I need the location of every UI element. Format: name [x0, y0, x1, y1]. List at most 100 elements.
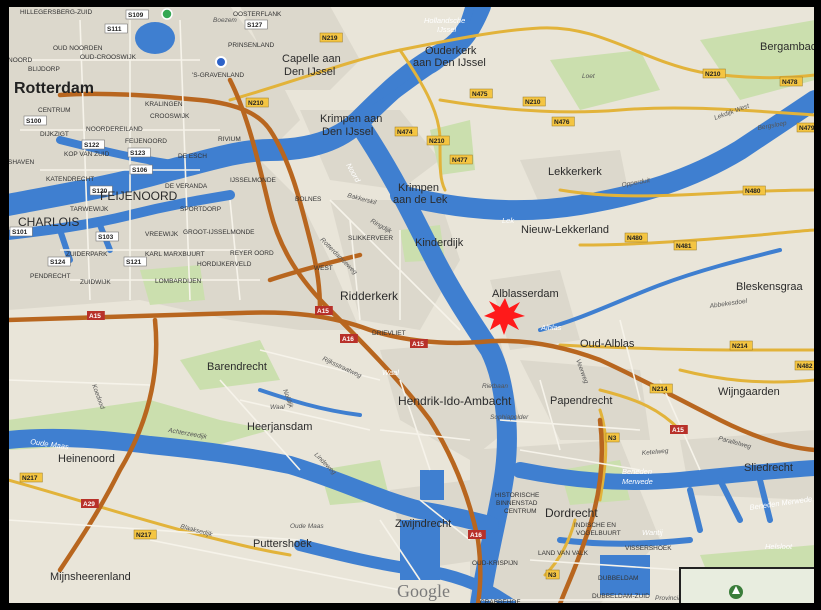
road-shield-s100: S100 [23, 115, 47, 126]
road-shield-label: N214 [732, 343, 748, 350]
road-shield-n475: N475 [469, 88, 493, 99]
road-shield-n217b: N217 [133, 529, 157, 540]
road-shield-label: S122 [84, 142, 100, 149]
road-shield-label: S123 [130, 150, 146, 157]
label-districts-reyer-oord: REYER OORD [230, 250, 274, 257]
label-cities-krimpen-ijssel2: Den IJssel [322, 126, 373, 138]
highways [8, 77, 815, 604]
road-shield-n210c: N210 [426, 135, 450, 146]
road-shield-label: N214 [652, 386, 668, 393]
road-shield-label: N210 [248, 100, 264, 107]
road-shield-label: A29 [83, 501, 95, 508]
label-districts-historische: HISTORISCHE [495, 492, 540, 499]
road-shield-n210b: N210 [522, 96, 546, 107]
road-shield-n217a: N217 [19, 472, 43, 483]
road-shield-label: A16 [470, 532, 482, 539]
label-streets-provincialeweg: Provincialeweg [655, 595, 699, 602]
label-cities-ouderkerk: Ouderkerk [425, 45, 477, 57]
label-districts-drievliet: DRIEVLIET [372, 330, 406, 337]
label-waters-helsloot: Helsloot [765, 542, 793, 551]
inset-panel[interactable] [679, 567, 815, 608]
road-shield-n480a: N480 [742, 185, 766, 196]
label-districts-feijenoord-small: FEIJENOORD [125, 138, 167, 145]
road-shield-n479: N479 [796, 122, 815, 133]
label-cities-papendrecht: Papendrecht [550, 395, 612, 407]
road-shield-label: N210 [429, 138, 445, 145]
road-shield-n481: N481 [673, 240, 697, 251]
label-cities-heerjansdam: Heerjansdam [247, 421, 312, 433]
road-shield-label: N217 [136, 532, 152, 539]
label-districts-katendrecht: KATENDRECHT [46, 176, 94, 183]
label-districts-rivium: RIVIUM [218, 136, 241, 143]
road-shield-s124: S124 [47, 256, 71, 267]
label-districts-indische: INDISCHE EN [574, 522, 616, 529]
road-shield-label: A15 [672, 427, 684, 434]
road-shield-label: A15 [412, 341, 424, 348]
label-districts-oosterflank: OOSTERFLANK [233, 11, 282, 18]
label-districts-west: WEST [314, 265, 333, 272]
label-districts-noordereiland: NOORDEREILAND [86, 126, 143, 133]
road-shield-n219: N219 [319, 32, 343, 43]
label-cities-ridderkerk: Ridderkerk [340, 289, 399, 303]
label-cities-krimpen-lek2: aan de Lek [393, 194, 448, 206]
label-cities-mijnsheerenland: Mijnsheerenland [50, 571, 131, 583]
road-shield-label: N219 [322, 35, 338, 42]
label-districts-groot-ijsselmonde: GROOT-IJSSELMONDE [183, 229, 255, 236]
red-star-marker[interactable] [484, 298, 525, 335]
label-cities-barendrecht: Barendrecht [207, 361, 267, 373]
label-districts-centrum: CENTRUM [38, 107, 71, 114]
road-shield-label: S100 [26, 118, 42, 125]
label-districts-oud-krispijn: OUD-KRISPIJN [472, 560, 518, 567]
road-shield-a16a: A16 [340, 334, 358, 343]
label-districts-bolnes: BOLNES [295, 196, 322, 203]
road-shield-s103: S103 [95, 231, 119, 242]
label-streets-waal-s: Waal [270, 404, 285, 411]
label-districts-crooswijk: CROOSWIJK [150, 113, 190, 120]
label-districts-slikkerveer: SLIKKERVEER [348, 235, 393, 242]
label-districts-oud-crooswijk: OUD-CROOSWIJK [80, 54, 137, 61]
road-shield-label: S121 [126, 259, 142, 266]
label-waters-hollandsche-ijssel: Hollandsche [424, 16, 465, 25]
road-shield-label: N474 [397, 129, 413, 136]
label-districts-dubbeldam: DUBBELDAM [598, 575, 638, 582]
road-shield-label: N476 [554, 119, 570, 126]
road-shield-n214a: N214 [729, 340, 753, 351]
road-shield-n478: N478 [779, 76, 803, 87]
label-districts-dijkzigt: DIJKZIGT [40, 131, 69, 138]
road-shield-s127: S127 [244, 19, 268, 30]
road-shield-s123: S123 [127, 147, 151, 158]
label-districts-hillegersberg: HILLEGERSBERG-ZUID [20, 9, 93, 16]
label-logo: Google [397, 581, 450, 601]
road-shield-s101: S101 [9, 226, 33, 237]
label-districts-bijdorp: BLIJDORP [28, 66, 60, 73]
label-districts-charlois: CHARLOIS [18, 215, 79, 229]
road-shield-label: S120 [92, 188, 108, 195]
road-shield-label: N480 [627, 235, 643, 242]
label-streets-sophiapolder: Sophiapolder [490, 414, 529, 421]
label-districts-prinsenland: PRINSENLAND [228, 42, 275, 49]
label-districts-visserskoek: VISSERSHOEK [625, 545, 672, 552]
label-cities-zwijndrecht: Zwijndrecht [395, 518, 451, 530]
road-shield-s120: S120 [89, 185, 113, 196]
road-shield-s111: S111 [104, 23, 128, 34]
label-districts-centrum2: CENTRUM [504, 508, 537, 515]
label-districts-pendrecht: PENDRECHT [30, 273, 70, 280]
road-shield-n482: N482 [794, 360, 815, 371]
road-shield-n476: N476 [551, 116, 575, 127]
label-districts-zuidwijk: ZUIDWIJK [80, 279, 111, 286]
label-districts-feijenoord: FEIJENOORD [100, 189, 178, 203]
road-shield-label: S127 [247, 22, 263, 29]
road-shield-s109: S109 [125, 9, 149, 20]
label-districts-dubbeldam-zuid: DUBBELDAM-ZUID [592, 593, 650, 600]
tree-icon-shape [732, 586, 740, 594]
road-shield-label: N210 [525, 99, 541, 106]
label-cities-bergambacht: Bergambach [760, 41, 821, 53]
label-cities-ouderkerk2: aan Den IJssel [413, 57, 486, 69]
road-shield-n3b: N3 [545, 569, 560, 580]
label-waters-waal: Waal [382, 368, 399, 377]
location-pin[interactable] [161, 8, 227, 68]
label-districts-zuiderpark: ZUIDERPARK [66, 251, 108, 258]
label-cities-kinderdijk: Kinderdijk [415, 237, 464, 249]
